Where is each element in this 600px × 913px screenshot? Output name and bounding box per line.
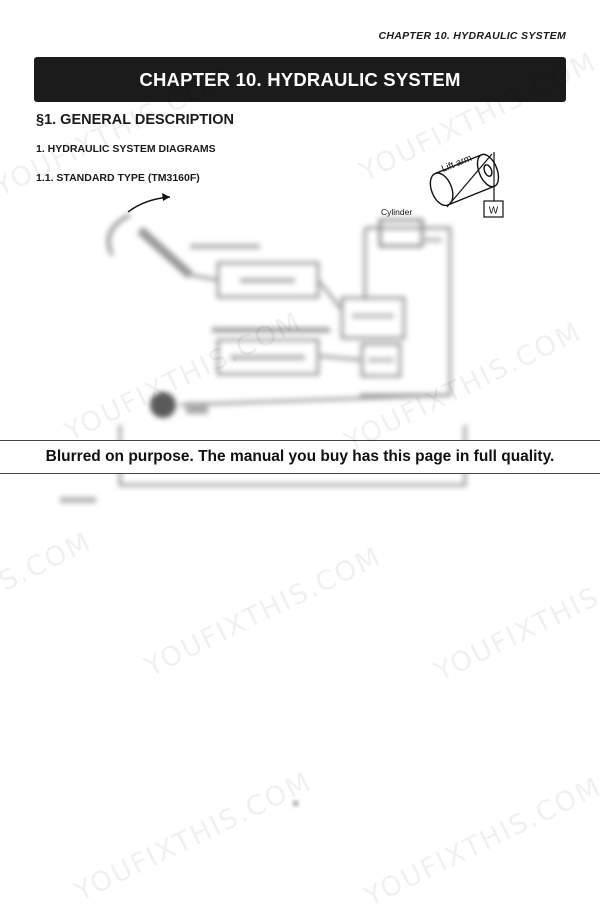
chapter-title-banner: CHAPTER 10. HYDRAULIC SYSTEM bbox=[34, 57, 566, 102]
blur-notice-bar: Blurred on purpose. The manual you buy h… bbox=[0, 440, 600, 474]
subsection-heading-2: 1.1. STANDARD TYPE (TM3160F) bbox=[36, 172, 200, 184]
subsection-heading-1: 1. HYDRAULIC SYSTEM DIAGRAMS bbox=[36, 143, 216, 155]
page-number-blurred: ■ bbox=[292, 796, 300, 810]
cylinder-label: Cylinder bbox=[381, 207, 412, 217]
blur-notice-text: Blurred on purpose. The manual you buy h… bbox=[45, 448, 555, 465]
running-header: CHAPTER 10. HYDRAULIC SYSTEM bbox=[378, 30, 566, 42]
section-title: §1. GENERAL DESCRIPTION bbox=[36, 112, 234, 128]
arrow-head bbox=[162, 193, 170, 201]
weight-box bbox=[483, 200, 504, 218]
weight-label: W bbox=[489, 206, 499, 217]
chapter-title: CHAPTER 10. HYDRAULIC SYSTEM bbox=[139, 68, 461, 90]
lift-arm-illustration bbox=[429, 153, 500, 207]
hydraulic-diagram: W Lift arm Cylinder bbox=[127, 152, 504, 218]
